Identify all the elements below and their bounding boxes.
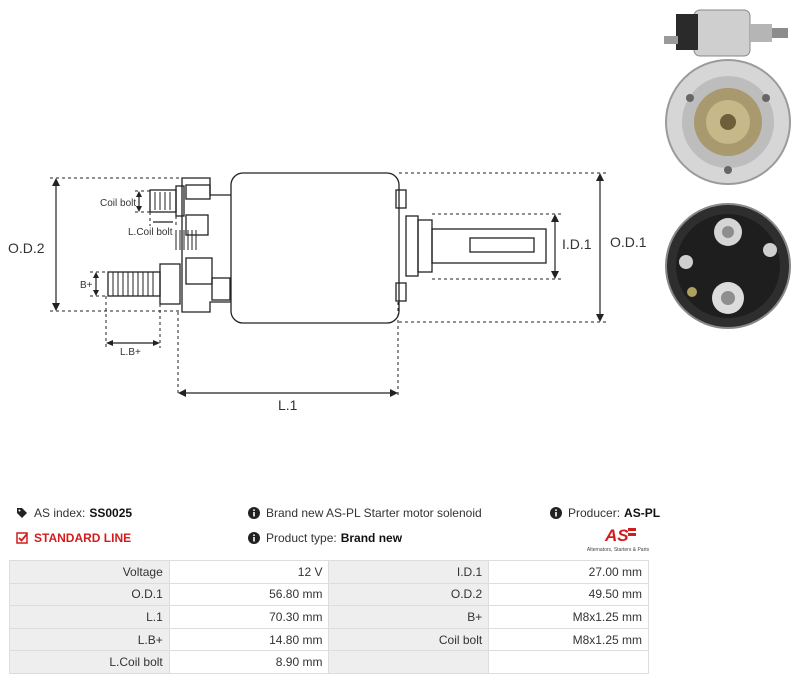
info-icon <box>550 507 562 519</box>
solenoid-technical-drawing: O.D.2 O.D.1 I.D.1 L.1 Coil bolt L.Coil b… <box>8 172 647 413</box>
spec-value: 56.80 mm <box>168 582 330 607</box>
spec-value: 12 V <box>168 560 330 584</box>
b-plus-label: B+ <box>80 280 93 291</box>
specs-table: Voltage 12 V I.D.1 27.00 mm O.D.1 56.80 … <box>9 560 649 674</box>
product-type: Product type: Brand new <box>248 531 402 545</box>
product-type-value: Brand new <box>340 531 403 545</box>
spec-value: 70.30 mm <box>168 605 330 629</box>
product-type-label: Product type: <box>266 531 337 545</box>
l-b-plus-label: L.B+ <box>120 347 141 358</box>
checkbox-checked-icon <box>16 532 28 544</box>
producer-label: Producer: <box>568 506 621 520</box>
table-row: L.B+ 14.80 mm Coil bolt M8x1.25 mm <box>9 627 649 652</box>
description: Brand new AS-PL Starter motor solenoid <box>248 506 482 520</box>
spec-label: I.D.1 <box>328 560 490 584</box>
spec-label: L.B+ <box>9 627 170 652</box>
as-index: AS index: SS0025 <box>16 506 132 520</box>
spec-label: Coil bolt <box>328 627 490 652</box>
spec-label: L.Coil bolt <box>9 650 170 674</box>
standard-line: STANDARD LINE <box>16 531 131 545</box>
solenoid-side-photo <box>664 9 788 57</box>
coil-bolt-label: Coil bolt <box>100 198 136 209</box>
product-photos <box>664 9 791 329</box>
info-icon <box>248 532 260 544</box>
spec-label: B+ <box>328 605 490 629</box>
tag-icon <box>17 508 27 518</box>
spec-label: O.D.2 <box>328 582 490 607</box>
spec-value: 8.90 mm <box>168 650 330 674</box>
spec-value <box>488 650 649 674</box>
table-row: Voltage 12 V I.D.1 27.00 mm <box>9 560 649 584</box>
od1-label: O.D.1 <box>610 234 647 250</box>
l-coil-bolt-label: L.Coil bolt <box>128 227 173 238</box>
producer-value: AS-PL <box>624 506 661 520</box>
solenoid-rear-photo <box>665 203 791 329</box>
info-icon <box>248 507 260 519</box>
spec-value: 14.80 mm <box>168 627 330 652</box>
spec-label: Voltage <box>9 560 170 584</box>
spec-label: L.1 <box>9 605 170 629</box>
table-row: L.1 70.30 mm B+ M8x1.25 mm <box>9 605 649 629</box>
svg-text:AS: AS <box>604 526 629 545</box>
spec-value: 49.50 mm <box>488 582 649 607</box>
svg-text:Alternators, Starters & Parts: Alternators, Starters & Parts <box>587 547 650 553</box>
id1-label: I.D.1 <box>562 236 592 252</box>
table-row: L.Coil bolt 8.90 mm <box>9 650 649 674</box>
solenoid-front-photo <box>665 59 791 185</box>
description-text: Brand new AS-PL Starter motor solenoid <box>266 506 482 520</box>
as-index-value: SS0025 <box>89 506 133 520</box>
table-row: O.D.1 56.80 mm O.D.2 49.50 mm <box>9 582 649 607</box>
spec-label <box>328 650 490 674</box>
spec-value: 27.00 mm <box>488 560 649 584</box>
od2-label: O.D.2 <box>8 240 45 256</box>
l1-label: L.1 <box>278 397 298 413</box>
as-index-label: AS index: <box>34 506 86 520</box>
producer: Producer: AS-PL <box>550 506 660 520</box>
spec-label: O.D.1 <box>9 582 170 607</box>
as-pl-logo: AS Alternators, Starters & Parts <box>587 526 650 553</box>
spec-value: M8x1.25 mm <box>488 605 649 629</box>
spec-value: M8x1.25 mm <box>488 627 649 652</box>
standard-line-label: STANDARD LINE <box>34 531 132 545</box>
